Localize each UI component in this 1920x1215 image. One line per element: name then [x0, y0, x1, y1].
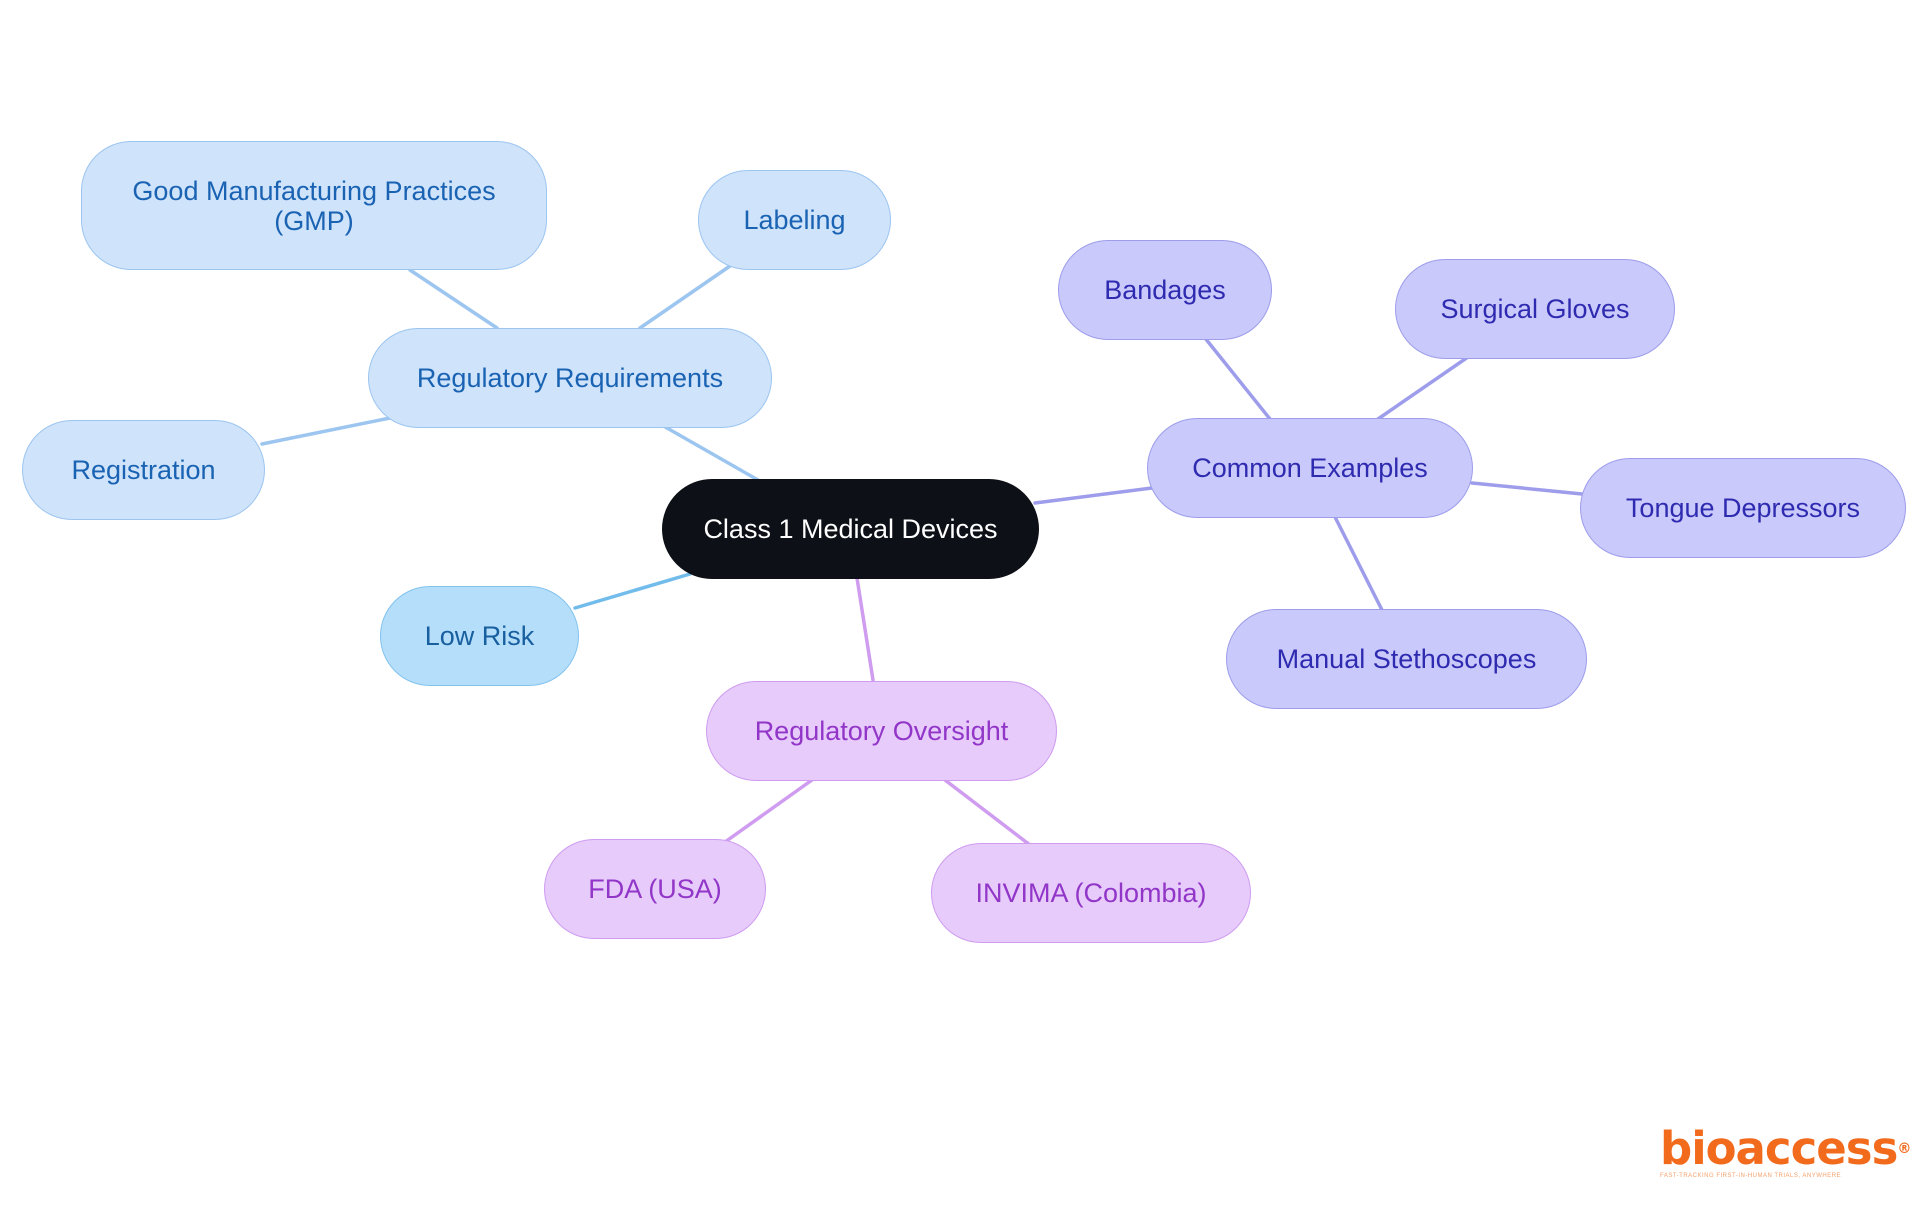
surgical-gloves-node: Surgical Gloves: [1395, 259, 1675, 359]
logo-tagline: FAST-TRACKING FIRST-IN-HUMAN TRIALS, ANY…: [1660, 1173, 1842, 1179]
edge-oversight-invima: [943, 778, 1032, 847]
edge-requirements-labeling: [638, 264, 732, 330]
edge-center-lowrisk: [573, 572, 692, 610]
bioaccess-logo: bioaccess® FAST-TRACKING FIRST-IN-HUMAN …: [1660, 1125, 1911, 1185]
edge-center-oversight: [855, 576, 875, 682]
edge-examples-bandages: [1203, 336, 1272, 421]
edge-examples-tongue: [1470, 481, 1584, 496]
gmp-node: Good Manufacturing Practices (GMP): [81, 141, 547, 270]
common-examples-node: Common Examples: [1147, 418, 1473, 518]
edge-examples-stethoscopes: [1333, 515, 1384, 612]
edge-center-requirements: [658, 422, 760, 482]
tongue-depressors-node: Tongue Depressors: [1580, 458, 1906, 558]
bandages-node: Bandages: [1058, 240, 1272, 340]
logo-brand: bioaccess: [1660, 1122, 1898, 1175]
registration-node: Registration: [22, 420, 265, 520]
center-node: Class 1 Medical Devices: [662, 479, 1039, 579]
fda-node: FDA (USA): [544, 839, 766, 939]
manual-stethoscopes-node: Manual Stethoscopes: [1226, 609, 1587, 709]
labeling-node: Labeling: [698, 170, 891, 270]
edge-center-examples: [1033, 486, 1154, 505]
edge-requirements-registration: [260, 416, 392, 446]
regulatory-oversight-node: Regulatory Oversight: [706, 681, 1057, 781]
edge-examples-gloves: [1376, 355, 1470, 421]
invima-node: INVIMA (Colombia): [931, 843, 1251, 943]
edge-oversight-fda: [723, 778, 814, 844]
low-risk-node: Low Risk: [380, 586, 579, 686]
logo-registered-mark: ®: [1897, 1141, 1911, 1157]
edge-requirements-gmp: [408, 268, 499, 330]
regulatory-requirements-node: Regulatory Requirements: [368, 328, 772, 428]
